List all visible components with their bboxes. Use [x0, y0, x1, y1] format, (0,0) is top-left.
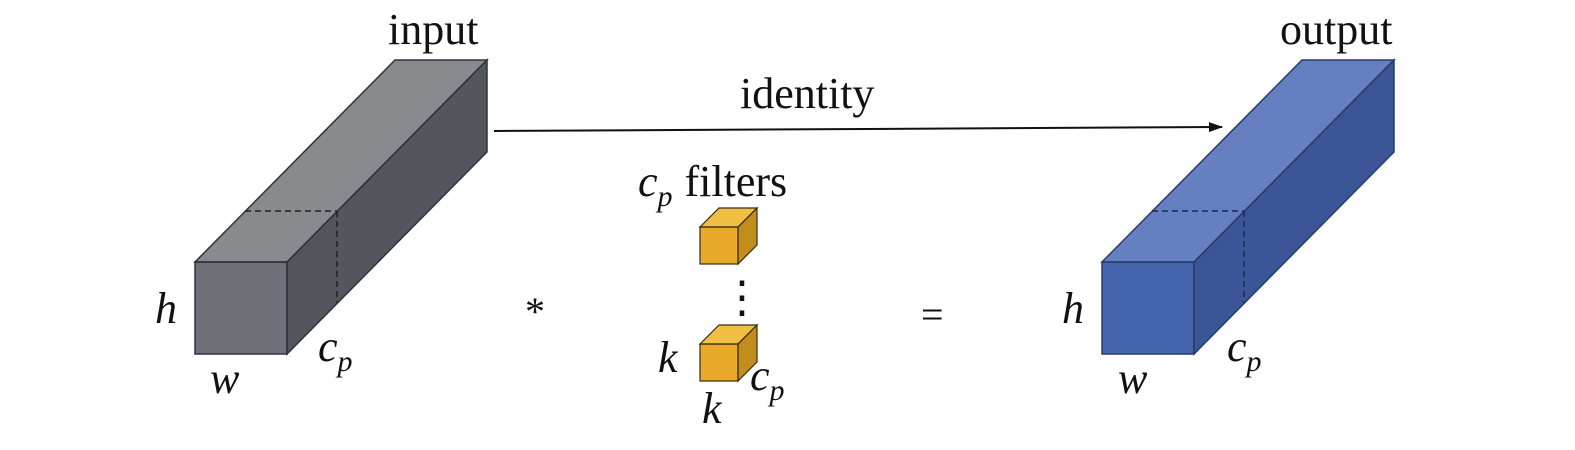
input-tensor — [193, 58, 489, 356]
output-label: output — [1280, 5, 1392, 54]
output-tensor-side-face — [1194, 60, 1394, 354]
input-w-label: w — [210, 354, 240, 403]
input-h-label: h — [155, 284, 177, 333]
output-tensor — [1100, 58, 1396, 356]
input-tensor-side-face — [287, 60, 487, 354]
conv-operator: * — [525, 289, 545, 334]
output-h-label: h — [1062, 284, 1084, 333]
equals-sign: = — [921, 292, 944, 337]
output-tensor-slice-dashes — [1152, 210, 1245, 303]
filter-cube-top — [698, 206, 759, 266]
input-tensor-slice-dashes — [245, 210, 338, 303]
filter-k-width-label: k — [702, 384, 723, 433]
arrow-right-icon — [493, 122, 1223, 133]
identity-label: identity — [740, 69, 874, 118]
filter-cube-bottom — [698, 323, 759, 383]
output-w-label: w — [1118, 354, 1148, 403]
output-c-label: cp — [1227, 322, 1262, 378]
filter-c-label: cp — [750, 351, 785, 407]
input-tensor-front-face — [195, 262, 287, 354]
filter-k-height-label: k — [658, 333, 679, 382]
filter-vdots: ⋮ — [720, 273, 764, 322]
input-label: input — [388, 5, 478, 54]
output-tensor-front-face — [1102, 262, 1194, 354]
input-c-label: cp — [318, 322, 353, 378]
output-tensor-edges — [1100, 58, 1396, 356]
input-tensor-edges — [193, 58, 489, 356]
